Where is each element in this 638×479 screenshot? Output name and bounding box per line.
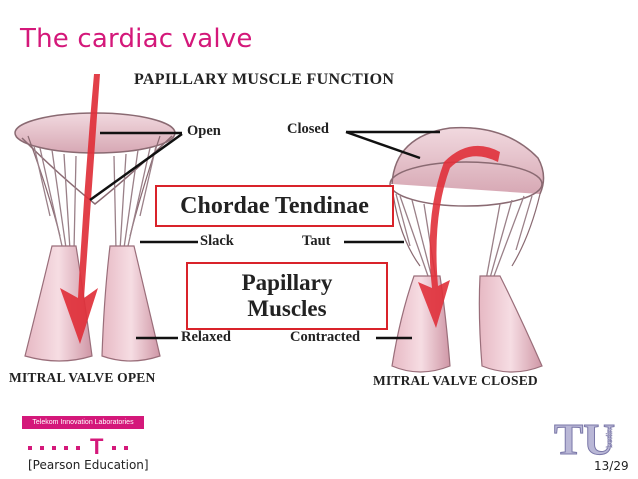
tu-city: berlin — [605, 428, 614, 448]
page-number: 13/29 — [594, 459, 629, 473]
figure-title: PAPILLARY MUSCLE FUNCTION — [134, 71, 395, 88]
slide-title: The cardiac valve — [20, 24, 253, 54]
source-citation: [Pearson Education] — [28, 458, 149, 472]
caption-valve-closed: MITRAL VALVE CLOSED — [373, 373, 538, 388]
label-closed: Closed — [287, 121, 329, 137]
label-relaxed: Relaxed — [181, 329, 231, 345]
tu-berlin-logo: TU berlin — [554, 415, 616, 459]
caption-valve-open: MITRAL VALVE OPEN — [9, 370, 156, 385]
tu-letters: TU — [554, 415, 615, 458]
papillary-line-2: Muscles — [247, 296, 327, 321]
telekom-lab-banner: Telekom Innovation Laboratories — [22, 416, 144, 429]
label-open: Open — [187, 123, 221, 139]
left-valve — [14, 74, 176, 362]
papillary-line-1: Papillary — [241, 270, 333, 295]
papillary-muscles-box: Papillary Muscles — [186, 262, 388, 330]
telekom-t-letter: T — [90, 434, 104, 456]
leader-lines — [89, 130, 440, 340]
valve-illustration — [14, 74, 545, 373]
telekom-logo: T — [28, 434, 128, 456]
label-contracted: Contracted — [290, 329, 361, 345]
papillary-figure: PAPILLARY MUSCLE FUNCTION Open Closed Sl… — [0, 66, 638, 396]
right-valve — [389, 126, 545, 373]
label-taut: Taut — [302, 233, 331, 249]
label-slack: Slack — [200, 233, 234, 249]
chordae-tendinae-box: Chordae Tendinae — [155, 185, 394, 227]
